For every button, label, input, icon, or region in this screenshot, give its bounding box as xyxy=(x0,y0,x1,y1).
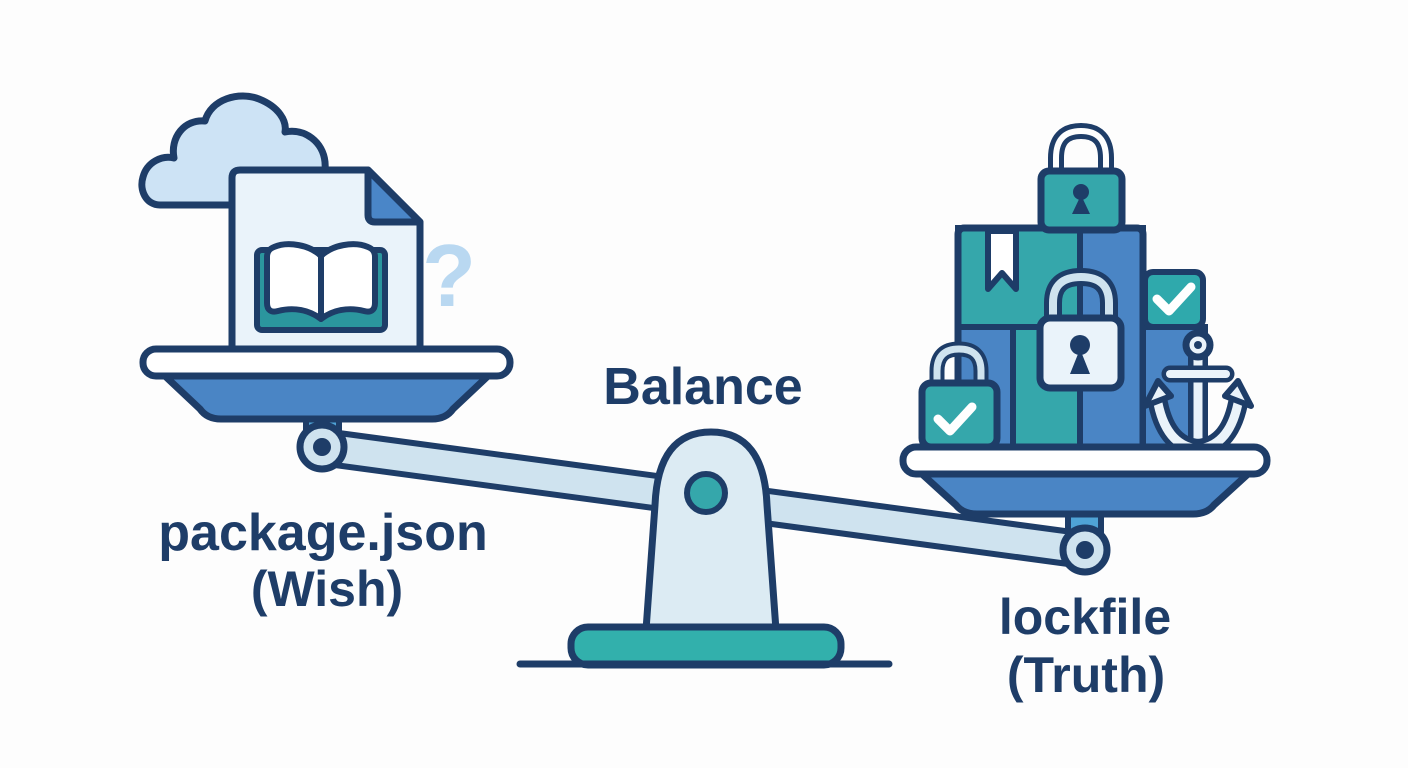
fulcrum xyxy=(516,428,893,669)
keyhole-icon xyxy=(1072,184,1090,214)
right-label-title: lockfile xyxy=(999,589,1171,645)
left-label-title: package.json xyxy=(158,504,487,562)
left-scale-pan xyxy=(139,345,514,423)
right-pivot-joint xyxy=(1059,524,1111,576)
right-pan-rim xyxy=(899,443,1271,478)
left-pan-body xyxy=(161,372,492,423)
fulcrum-pivot-circle xyxy=(684,471,728,515)
base-block xyxy=(567,623,845,669)
right-scale-pan xyxy=(899,443,1271,518)
fulcrum-pillar xyxy=(642,428,780,634)
right-label-subtitle: (Truth) xyxy=(1007,647,1165,703)
checkmark-icon xyxy=(1152,282,1196,316)
question-mark-icon: ? xyxy=(422,226,476,325)
ribbon-bookmark-icon xyxy=(985,228,1019,292)
left-pivot-joint xyxy=(296,421,348,473)
open-book-icon xyxy=(254,241,388,333)
padlock-center-icon xyxy=(1036,267,1125,392)
padlock-top-icon xyxy=(1037,122,1126,234)
left-label-subtitle: (Wish) xyxy=(251,561,403,617)
keyhole-icon xyxy=(1070,335,1090,374)
package-stack xyxy=(918,122,1254,467)
balance-label: Balance xyxy=(603,358,802,416)
check-square-icon xyxy=(1142,269,1206,330)
right-pan-body xyxy=(918,470,1252,518)
padlock-check-icon xyxy=(918,341,1001,451)
document-fold xyxy=(364,166,424,226)
checkmark-icon xyxy=(933,402,977,436)
left-pan-rim xyxy=(139,345,514,380)
document-icon xyxy=(228,166,424,360)
